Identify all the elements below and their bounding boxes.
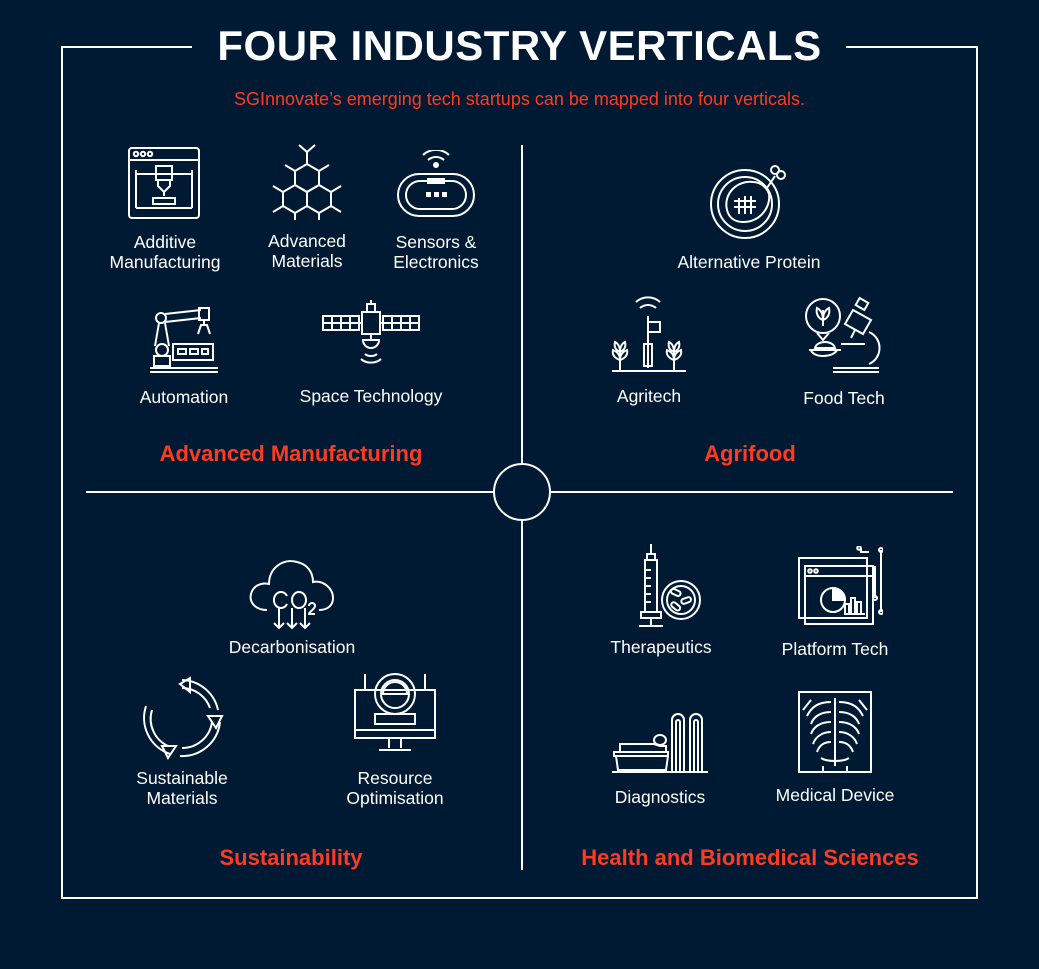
item-label: Materials bbox=[146, 788, 218, 808]
xray-chest-icon bbox=[798, 691, 872, 773]
robot-arm-icon bbox=[150, 307, 218, 373]
outer-border bbox=[61, 46, 978, 899]
3d-printer-icon bbox=[128, 147, 200, 219]
item-decarbonisation: Decarbonisation bbox=[210, 552, 374, 657]
item-agritech: Agritech bbox=[597, 296, 701, 406]
monitor-gauge-icon bbox=[354, 673, 436, 751]
meat-drumstick-icon bbox=[710, 165, 786, 239]
item-diagnostics: Diagnostics bbox=[600, 710, 720, 807]
item-label: Optimisation bbox=[346, 788, 444, 808]
item-platform-tech: Platform Tech bbox=[768, 546, 902, 659]
page-subtitle: SGInnovate’s emerging tech startups can … bbox=[234, 89, 805, 109]
item-advanced-materials: Advanced Materials bbox=[250, 140, 364, 271]
item-resource-optimisation: Resource Optimisation bbox=[330, 672, 460, 808]
heading-sustainability: Sustainability bbox=[219, 845, 363, 870]
item-label: Therapeutics bbox=[610, 637, 712, 657]
item-label: Manufacturing bbox=[109, 252, 221, 272]
center-circle bbox=[493, 463, 551, 521]
item-label: Space Technology bbox=[299, 386, 443, 406]
heading-advanced-manufacturing: Advanced Manufacturing bbox=[159, 441, 423, 466]
item-therapeutics: Therapeutics bbox=[596, 542, 726, 657]
item-additive-manufacturing: Additive Manufacturing bbox=[95, 146, 235, 272]
item-label: Advanced bbox=[268, 231, 346, 251]
item-label: Resource bbox=[357, 768, 433, 788]
item-sensors-electronics: Sensors & Electronics bbox=[381, 150, 491, 272]
item-label: Food Tech bbox=[803, 388, 885, 408]
item-label: Platform Tech bbox=[781, 639, 889, 659]
molecule-hexagon-icon bbox=[272, 144, 342, 220]
item-medical-device: Medical Device bbox=[765, 690, 905, 805]
item-label: Alternative Protein bbox=[677, 252, 821, 272]
syringe-pill-icon bbox=[639, 544, 701, 627]
item-sustainable-materials: Sustainable Materials bbox=[118, 676, 246, 808]
recycle-arrows-icon bbox=[143, 676, 224, 760]
item-label: Agritech bbox=[616, 386, 682, 406]
item-space-technology: Space Technology bbox=[287, 298, 455, 406]
item-label: Electronics bbox=[393, 252, 479, 272]
dashboard-chart-icon bbox=[798, 546, 883, 625]
satellite-icon bbox=[322, 300, 420, 364]
item-label: Materials bbox=[271, 251, 343, 271]
heading-agrifood: Agrifood bbox=[704, 441, 796, 466]
microscope-food-icon bbox=[805, 296, 881, 373]
item-food-tech: Food Tech bbox=[783, 296, 905, 408]
item-label: Sensors & bbox=[395, 232, 477, 252]
item-label: Diagnostics bbox=[614, 787, 706, 807]
sensor-device-icon bbox=[397, 150, 475, 217]
scanner-bed-icon bbox=[612, 713, 708, 773]
co2-cloud-icon bbox=[249, 560, 335, 630]
item-label: Additive bbox=[133, 232, 197, 252]
item-label: Sustainable bbox=[136, 768, 228, 788]
item-label: Automation bbox=[139, 387, 229, 407]
item-alternative-protein: Alternative Protein bbox=[660, 158, 838, 272]
item-automation: Automation bbox=[124, 306, 244, 407]
item-label: Medical Device bbox=[775, 785, 895, 805]
item-label: Decarbonisation bbox=[228, 637, 356, 657]
smart-farm-icon bbox=[611, 296, 686, 372]
heading-health-biomedical: Health and Biomedical Sciences bbox=[581, 845, 919, 870]
page-title: FOUR INDUSTRY VERTICALS bbox=[217, 22, 822, 69]
